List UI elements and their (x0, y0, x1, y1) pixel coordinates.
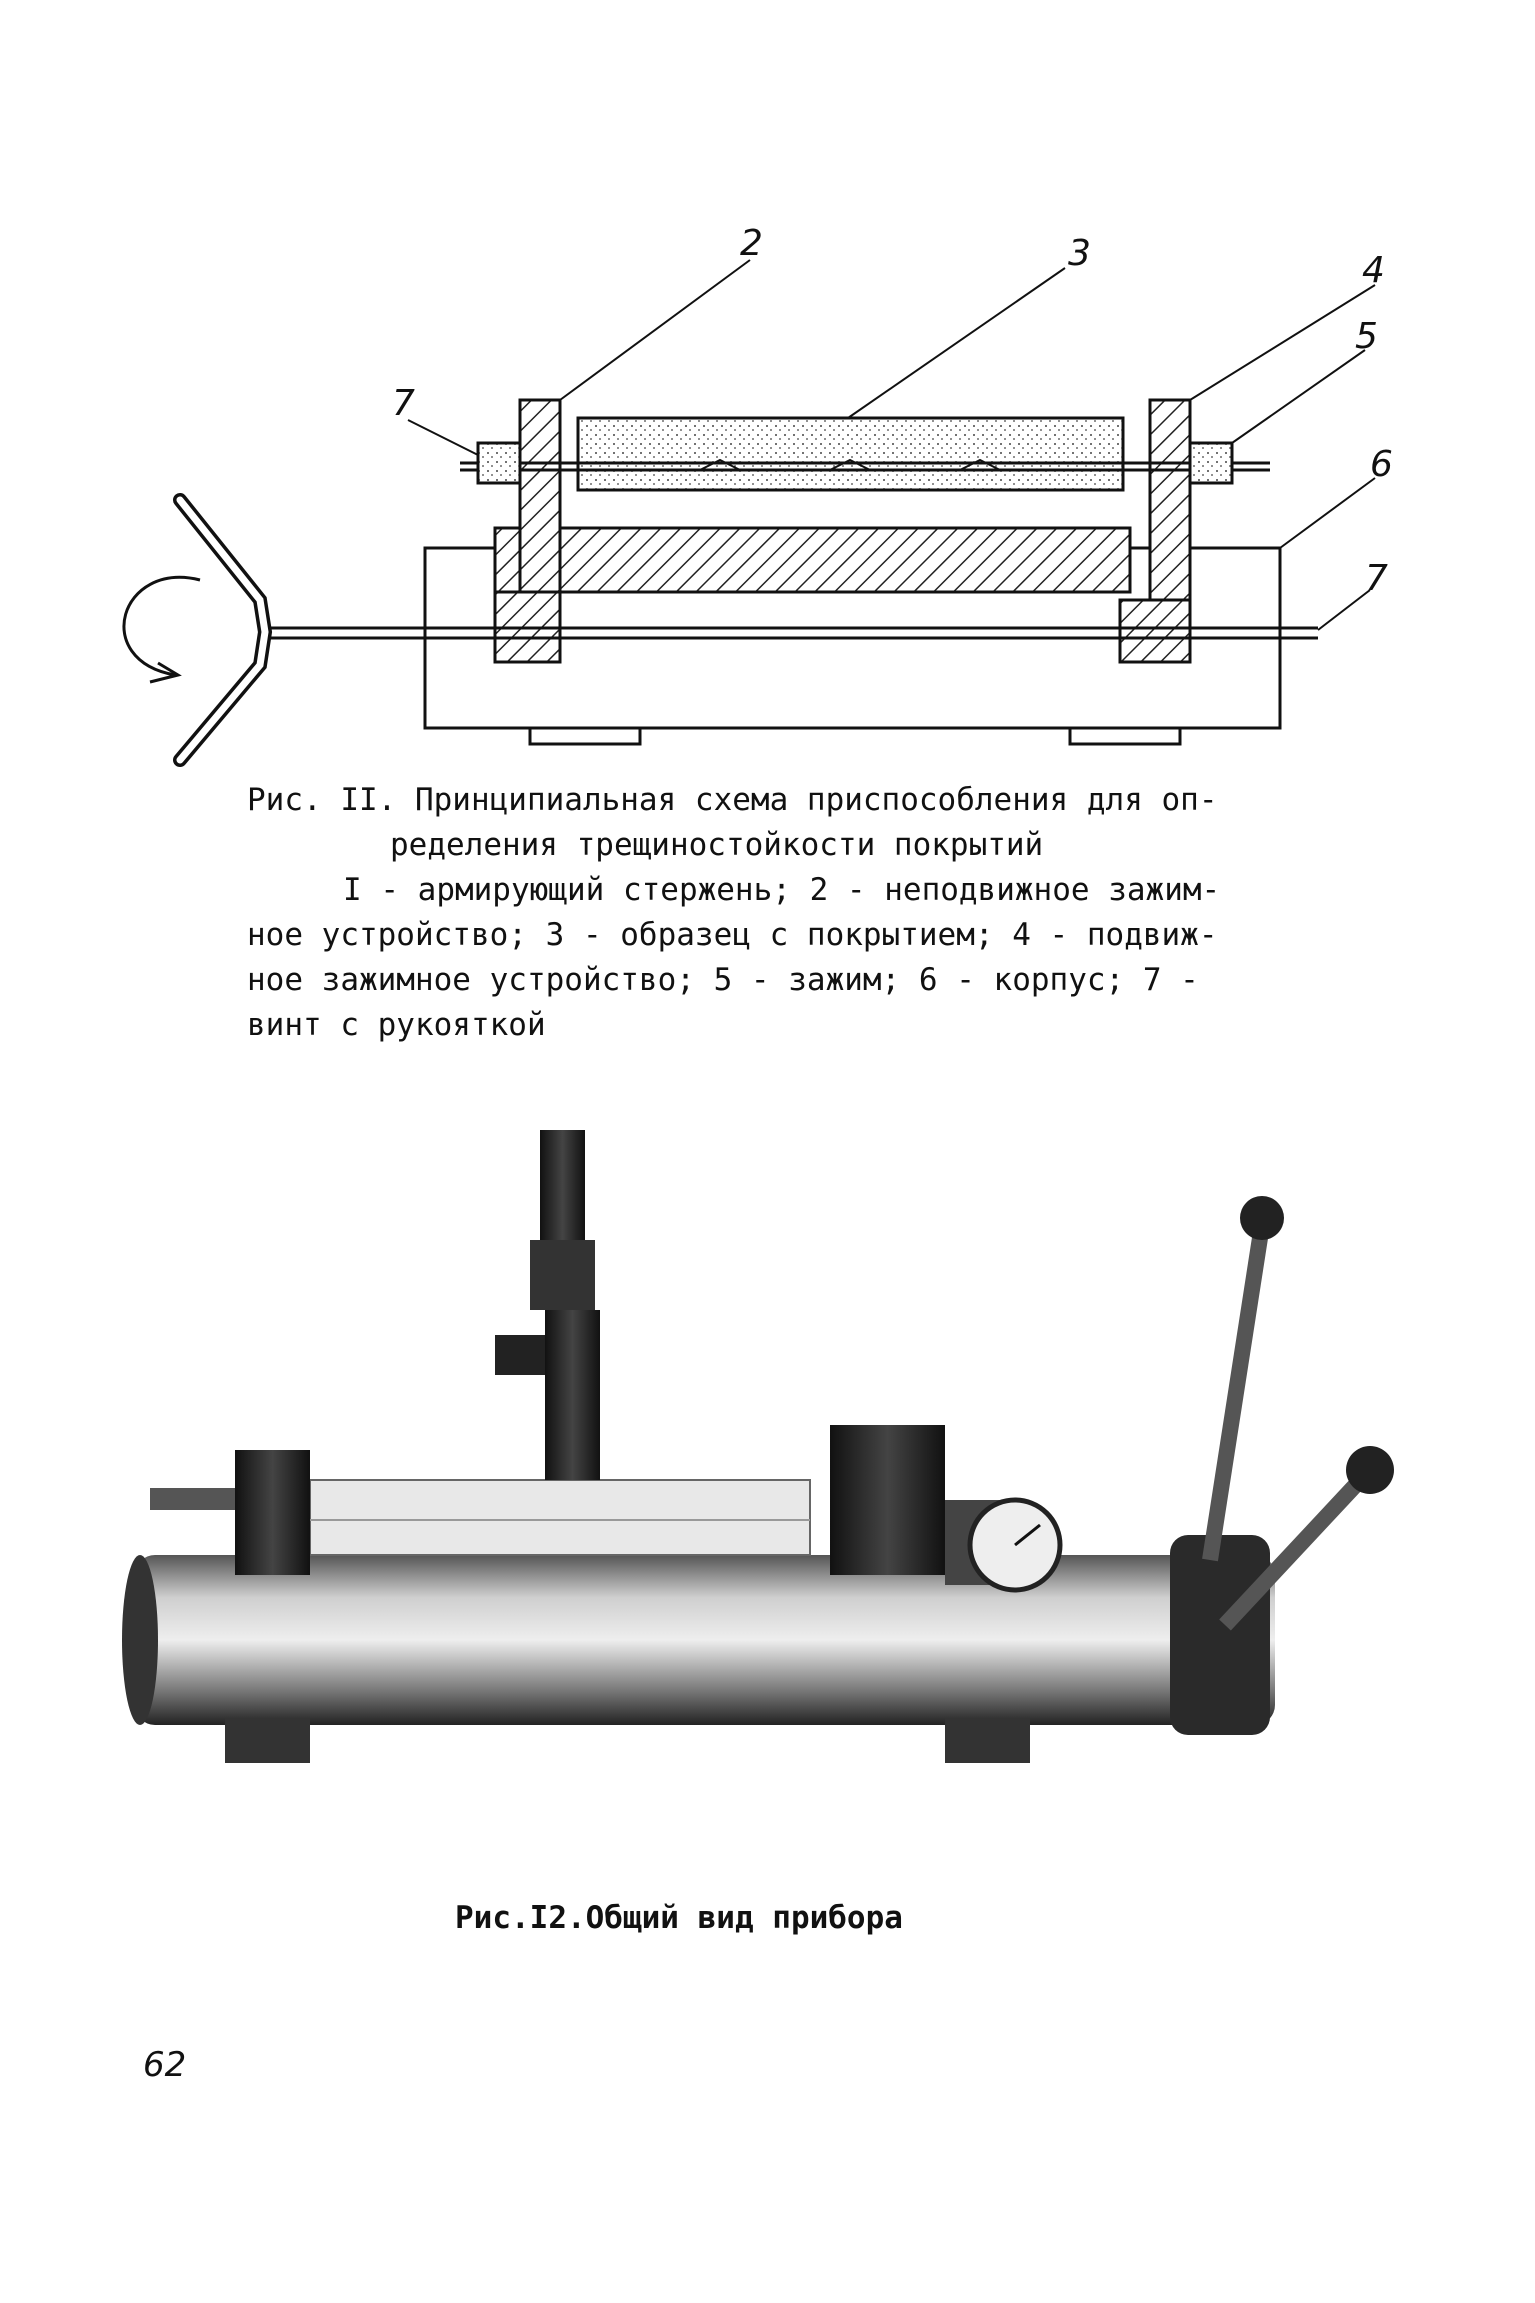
screw-handle (173, 493, 273, 767)
device-cylinder (135, 1555, 1275, 1725)
caption-line: ределения трещиностойкости покрытий (390, 827, 1044, 863)
callout-7-right: 7 (1365, 558, 1388, 599)
callout-7-left: 7 (392, 383, 415, 424)
movable-clamp-base (1118, 598, 1192, 664)
device-lever-1 (1202, 1223, 1270, 1562)
callout-2: 2 (740, 223, 763, 264)
device-microscope (540, 1130, 585, 1240)
caption-line: I - армирующий стержень; 2 - неподвижное… (343, 872, 1221, 908)
hatched-beam (493, 526, 1132, 594)
callout-5: 5 (1355, 316, 1378, 357)
device-foot-right (945, 1718, 1030, 1763)
callout-4: 4 (1362, 250, 1385, 291)
housing-foot-left (528, 726, 642, 746)
page-number: 62 (143, 2045, 187, 2085)
rotation-arrow (122, 576, 201, 677)
caption-line: винт с рукояткой (247, 1007, 546, 1043)
clamp-left (476, 441, 522, 485)
clamp-right (1188, 441, 1234, 485)
device-left-clamp (235, 1450, 310, 1575)
device-foot-left (225, 1718, 310, 1763)
figure-11-schematic: 2 3 4 5 6 7 7 (122, 223, 1393, 767)
device-right-clamp (830, 1425, 945, 1575)
caption-line: ное устройство; 3 - образец с покрытием;… (247, 917, 1218, 953)
device-lever-2 (1219, 1469, 1371, 1631)
caption-line: Рис. II. Принципиальная схема приспособл… (247, 782, 1218, 818)
callout-3: 3 (1068, 233, 1091, 274)
figure-12-device-photo (122, 1130, 1394, 1763)
fixed-clamp (518, 398, 562, 602)
figure-11-caption: Рис. II. Принципиальная схема приспособл… (247, 778, 1267, 1048)
caption-line: ное зажимное устройство; 5 - зажим; 6 - … (247, 962, 1199, 998)
housing-foot-right (1068, 726, 1182, 746)
figure-12-caption: Рис.I2.Общий вид прибора (455, 1900, 903, 1936)
device-sample-bar (309, 1479, 811, 1556)
coated-sample (576, 416, 1125, 492)
device-end-cap (1170, 1535, 1270, 1735)
leader-lines (407, 259, 1376, 631)
callout-6: 6 (1370, 444, 1393, 485)
